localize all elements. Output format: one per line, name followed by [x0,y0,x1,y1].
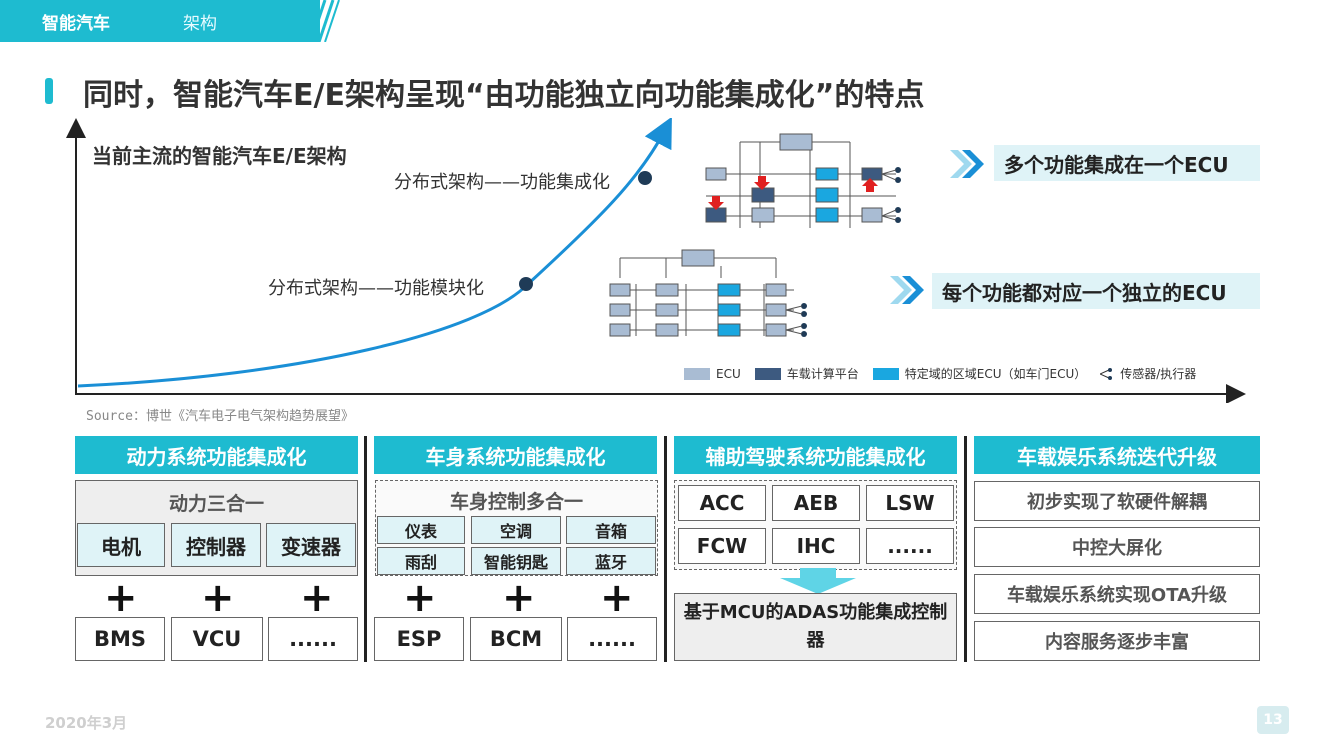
legend-label: 车载计算平台 [786,367,859,381]
adas-function-cell: ACC [678,485,766,521]
column-divider [964,436,967,662]
title-accent-bar [45,78,53,104]
source-note: Source：博世《汽车电子电气架构趋势展望》 [86,409,354,424]
module-cell: ...... [268,617,358,661]
legend-swatch-domain [872,367,899,380]
down-arrow-icon [780,568,856,594]
column-divider [364,436,367,662]
adas-function-cell: AEB [772,485,860,521]
part-cell: 变速器 [266,523,356,567]
header-adas: 辅助驾驶系统功能集成化 [674,436,957,474]
header-category: 智能汽车 [42,14,110,34]
modular-architecture-diagram [609,249,807,337]
feature-integrated: 多个功能集成在一个ECU [994,145,1260,181]
module-cell: VCU [171,617,263,661]
banner-stripes-decoration [275,0,340,42]
legend-platform: 车载计算平台 [754,365,859,382]
page-number: 13 [1257,706,1289,734]
adas-function-cell: LSW [866,485,954,521]
plus-sign: + [403,575,437,621]
plus-sign: + [300,575,334,621]
part-cell: 电机 [77,523,165,567]
header-power: 动力系统功能集成化 [75,436,358,474]
header-body: 车身系统功能集成化 [374,436,657,474]
adas-function-cell: ...... [866,528,954,564]
label-integrated: 分布式架构——功能集成化 [394,172,610,193]
plus-sign: + [502,575,536,621]
double-chevron-icon [950,150,984,178]
top-banner [0,0,320,42]
adas-function-cell: FCW [678,528,766,564]
infotainment-item: 中控大屏化 [974,527,1260,567]
legend-sensor: 传感器/执行器 [1100,365,1196,382]
body-module-cell: 蓝牙 [566,547,656,575]
legend-swatch-platform [754,367,781,380]
module-cell: BCM [470,617,562,661]
body-module-cell: 雨刮 [377,547,465,575]
module-cell: BMS [75,617,165,661]
integrated-architecture-diagram [705,133,901,228]
plus-sign: + [201,575,235,621]
feature-independent: 每个功能都对应一个独立的ECU [932,273,1260,309]
infotainment-item: 车载娱乐系统实现OTA升级 [974,574,1260,614]
header-section: 架构 [183,14,217,34]
part-cell: 控制器 [171,523,261,567]
point-modular [519,277,533,291]
body-module-cell: 仪表 [377,516,465,544]
double-chevron-icon [890,276,924,304]
adas-integrated-controller: 基于MCU的ADAS功能集成控制器 [674,593,957,661]
body-module-cell: 音箱 [566,516,656,544]
legend-label: 特定域的区域ECU（如车门ECU） [904,367,1087,381]
header-infotainment: 车载娱乐系统迭代升级 [974,436,1260,474]
chart-heading: 当前主流的智能汽车E/E架构 [92,144,347,168]
power-panel-title: 动力三合一 [168,493,264,515]
legend-swatch-ecu [684,367,710,380]
diagram-legend: ECU 车载计算平台 特定域的区域ECU（如车门ECU） 传感器/执行器 [684,365,1210,382]
legend-domain: 特定域的区域ECU（如车门ECU） [872,365,1087,382]
column-divider [664,436,667,662]
infotainment-item: 初步实现了软硬件解耦 [974,481,1260,521]
legend-label: 传感器/执行器 [1120,367,1197,381]
adas-function-cell: IHC [772,528,860,564]
plus-sign: + [600,575,634,621]
evolution-curve-chart [66,118,1246,403]
legend-label: ECU [716,366,741,381]
sensor-icon [1100,367,1113,380]
legend-ecu: ECU [684,367,741,381]
body-module-cell: 空调 [471,516,561,544]
body-panel-title: 车身控制多合一 [449,491,583,513]
label-modular: 分布式架构——功能模块化 [268,278,484,299]
module-cell: ESP [374,617,464,661]
page-title: 同时，智能汽车E/E架构呈现“由功能独立向功能集成化”的特点 [83,78,925,113]
module-cell: ...... [567,617,657,661]
growth-curve [77,118,672,388]
infotainment-item: 内容服务逐步丰富 [974,621,1260,661]
point-integrated [638,171,652,185]
body-module-cell: 智能钥匙 [471,547,561,575]
plus-sign: + [104,575,138,621]
footer-date: 2020年3月 [45,714,128,732]
